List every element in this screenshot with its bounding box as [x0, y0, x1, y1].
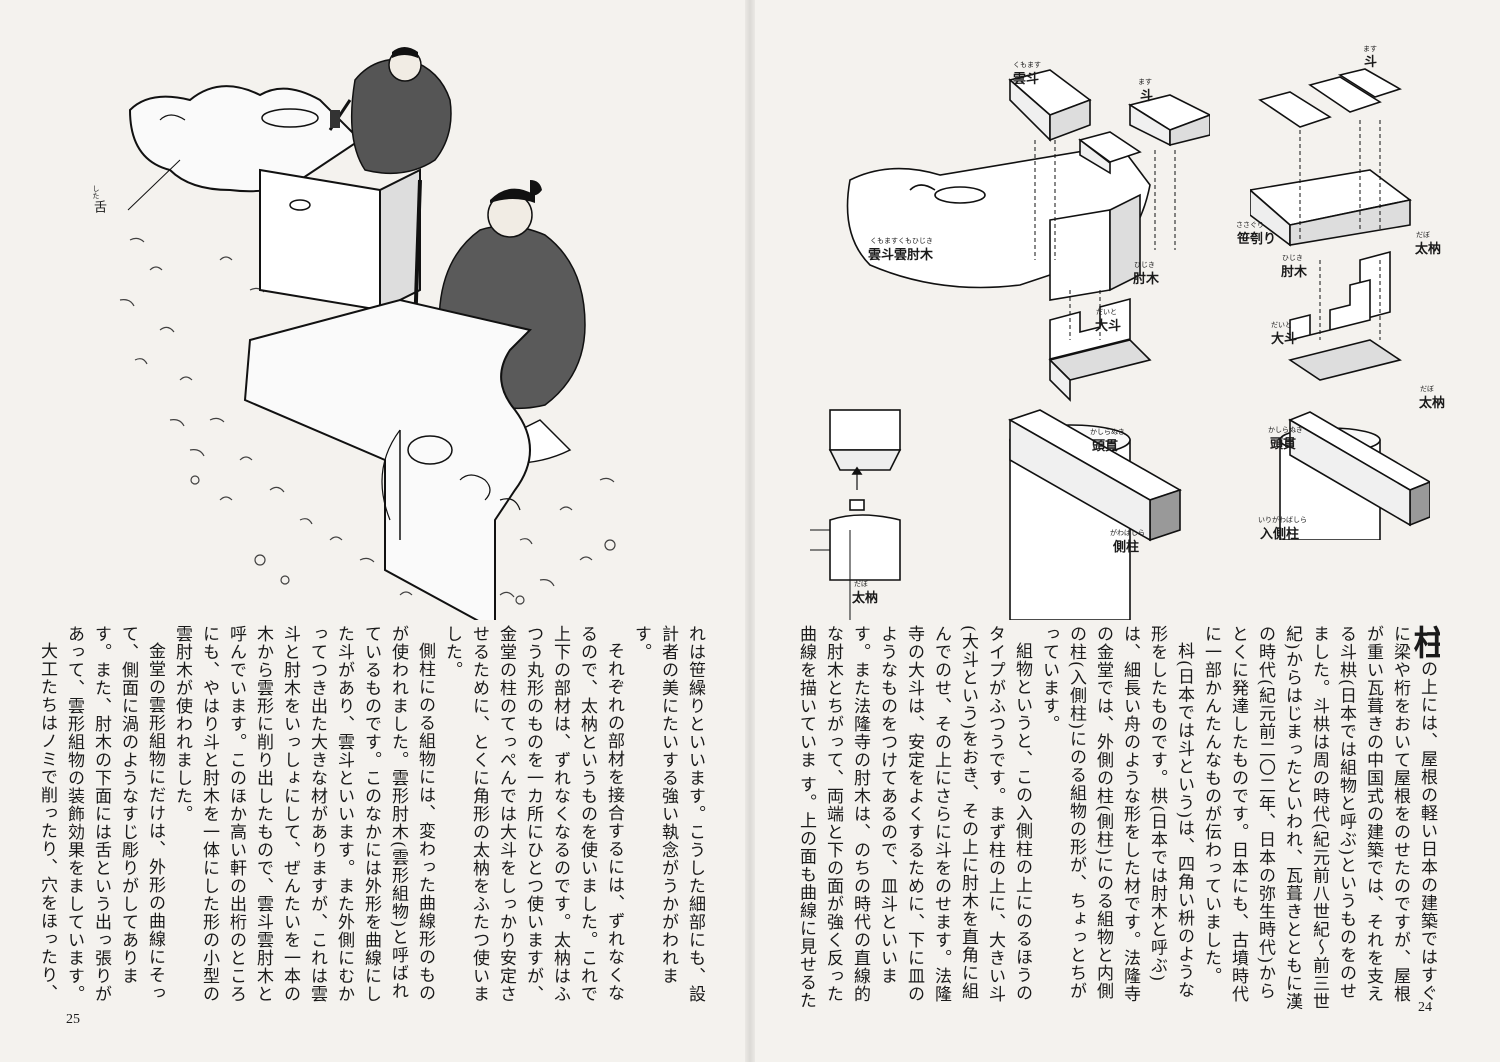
label-kumoto-kumohijiki-ruby: くもますくもひじき — [870, 237, 933, 245]
label-hijiki-1-ruby: ひじき — [1134, 261, 1155, 269]
left-page: 舌 した れは笹繰りといいます。こうした細部にも、設計者の美にたいする強い執念が… — [40, 40, 708, 1027]
label-gawabashira-ruby: がわばしら — [1110, 529, 1145, 537]
label-dabo-1: 太枘 — [852, 591, 879, 606]
label-irigawabashira-ruby: いりがわばしら — [1258, 516, 1307, 524]
left-paragraph-5: 大工たちはノミで削ったり、穴をほったり、またヤリガンナで勢いよく線彫りをしたりし… — [40, 642, 57, 1002]
book-gutter — [745, 0, 755, 1062]
label-to-2-ruby: ます — [1363, 45, 1377, 53]
label-to: 斗 — [1140, 89, 1154, 104]
page-number-right: 24 — [1418, 1000, 1432, 1015]
label-hijiki-2-ruby: ひじき — [1282, 254, 1303, 262]
label-daito-1-ruby: だいと — [1096, 308, 1117, 316]
label-dabo-3: 太枘 — [1419, 396, 1446, 411]
callout-label-shita: 舌 — [91, 200, 106, 213]
label-kashiranuki-1: 頭貫 — [1092, 439, 1119, 454]
label-kashiranuki-1-ruby: かしらぬき — [1090, 428, 1125, 436]
label-gawabashira: 側柱 — [1113, 540, 1140, 555]
label-kumoto-ruby: くもます — [1013, 61, 1041, 69]
label-daito-2-ruby: だいと — [1271, 321, 1292, 329]
label-hijiki-1: 肘木 — [1133, 272, 1160, 287]
label-dabo-3-ruby: だぼ — [1420, 385, 1434, 393]
label-hijiki-2: 肘木 — [1281, 265, 1308, 280]
right-paragraph-1: 柱の上には、屋根の軽い日本の建築ではすぐに梁や桁をおいて屋根をのせたのですが、屋… — [1197, 625, 1440, 1017]
label-daito-1: 大斗 — [1095, 319, 1122, 334]
left-paragraph-3: 側柱にのる組物には、変わった曲線形のものが使われました。雲形肘木(雲形組物)と呼… — [172, 625, 435, 1003]
section-heading-char: 柱 — [1407, 625, 1440, 660]
label-irigawabashira: 入側柱 — [1260, 527, 1300, 542]
left-paragraph-4: 金堂の雲形組物にだけは、外形の曲線にそって、側面に渦のようなすじ彫りがしてありま… — [64, 625, 165, 1003]
left-paragraph-2: それぞれの部材を接合するには、ずれなくなるので、太枘というものを使いました。これ… — [442, 625, 624, 1003]
label-dabo-2: 太枘 — [1415, 242, 1442, 257]
label-kumoto: 雲斗 — [1013, 72, 1040, 87]
label-kashiranuki-2: 頭貫 — [1270, 437, 1297, 452]
label-sasaguri-ruby: ささぐり — [1236, 221, 1264, 229]
label-dabo-2-ruby: だぼ — [1416, 231, 1430, 239]
label-to-ruby: ます — [1138, 78, 1152, 86]
left-paragraph-1: れは笹繰りといいます。こうした細部にも、設計者の美にたいする強い執念がうかがわれ… — [631, 625, 705, 1003]
right-paragraph-2: 枓(日本では斗という)は、四角い枡のような形をしたものです。栱(日本では肘木と呼… — [1039, 625, 1194, 1003]
left-body-text: れは笹繰りといいます。こうした細部にも、設計者の美にたいする強い執念がうかがわれ… — [40, 625, 708, 1017]
bracket-diagram-gawabashira — [810, 60, 1210, 620]
label-kashiranuki-2-ruby: かしらぬき — [1268, 426, 1303, 434]
label-to-2: 斗 — [1364, 55, 1378, 70]
right-page: 雲斗 くもます 斗 ます 雲斗雲肘木 くもますくもひじき 肘木 ひじき 大斗 だ… — [750, 0, 1500, 1062]
callout-ruby-shita: した — [92, 185, 100, 199]
right-paragraph-3: 組物というと、この入側柱の上にのるほうのタイプがふつうです。まず柱の上に、大きい… — [800, 625, 1032, 1010]
carpenters-illustration — [100, 40, 660, 620]
right-body-text: 柱の上には、屋根の軽い日本の建築ではすぐに梁や桁をおいて屋根をのせたのですが、屋… — [800, 625, 1440, 1017]
label-daito-2: 大斗 — [1271, 332, 1298, 347]
bracket-diagram-irigawabashira — [1250, 60, 1430, 540]
page-number-left: 25 — [66, 1012, 80, 1027]
label-sasaguri: 笹刳り — [1237, 232, 1277, 247]
label-kumoto-kumohijiki: 雲斗雲肘木 — [868, 248, 934, 263]
label-dabo-1-ruby: だぼ — [854, 580, 868, 588]
